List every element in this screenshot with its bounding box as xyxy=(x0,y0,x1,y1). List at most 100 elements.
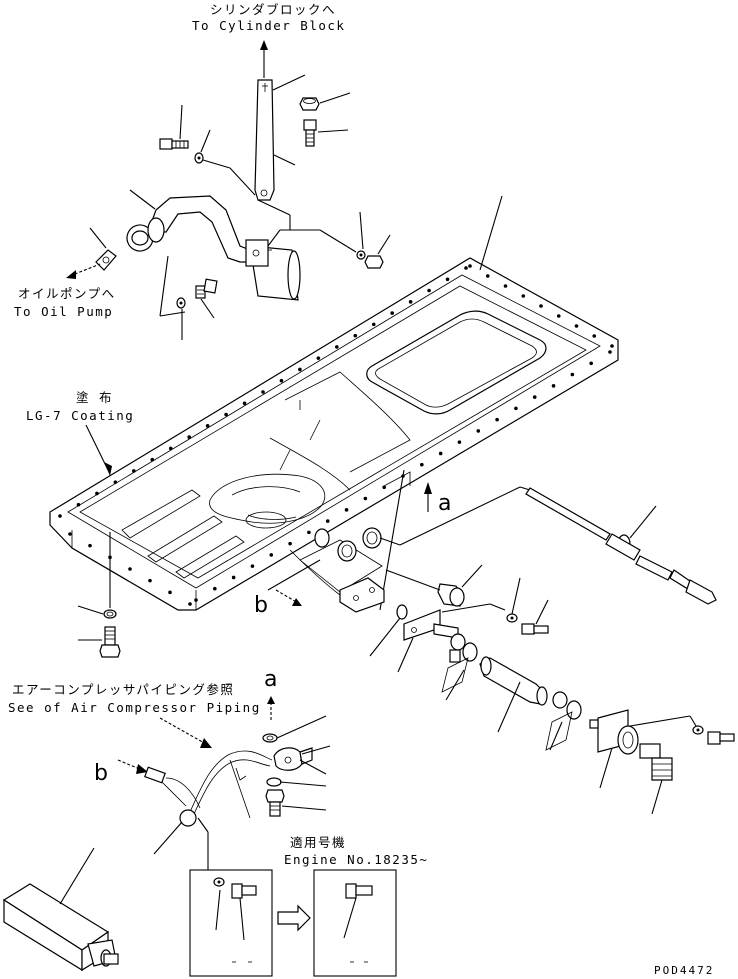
bolt-hole xyxy=(438,451,443,456)
detail-box-before xyxy=(189,869,273,977)
clip-part xyxy=(273,747,313,771)
bolt-hole xyxy=(279,378,284,383)
bolt-hole xyxy=(316,356,321,360)
bolt-hole xyxy=(288,541,292,546)
arrow-up-icon xyxy=(424,482,432,512)
bolt-hole xyxy=(325,519,330,523)
clamp-part xyxy=(449,633,478,663)
washer-part xyxy=(266,777,282,787)
bolt-hole xyxy=(468,264,472,268)
hose-part xyxy=(479,656,548,706)
pipe-flange xyxy=(126,217,165,252)
oil-pan xyxy=(49,257,619,611)
drain-plug-part xyxy=(99,626,121,658)
bolt-hole xyxy=(514,406,518,411)
air-compressor-jp-label: エアーコンプレッサパイピング参照 xyxy=(12,682,234,697)
to-cylinder-block-jp-label: シリンダブロックへ xyxy=(210,2,336,17)
detail-box-after xyxy=(313,869,397,977)
bolt-hole xyxy=(363,496,368,501)
bolt-hole xyxy=(457,440,462,444)
bolt-hole xyxy=(592,334,597,338)
washer-part xyxy=(506,613,518,623)
bolt-hole xyxy=(420,462,424,467)
bolt-hole xyxy=(88,543,92,548)
washer-part xyxy=(176,297,186,309)
bolt-hole xyxy=(521,294,526,298)
bolt-hole xyxy=(464,266,468,270)
bolt-hole xyxy=(539,304,543,308)
sensor-plate-part xyxy=(403,609,459,641)
bolt-hole xyxy=(150,457,155,462)
nut-part xyxy=(299,97,320,111)
drawing-id-label: POD4472 xyxy=(654,964,714,977)
bolt-hole xyxy=(128,567,132,571)
pan-bolt-holes xyxy=(58,264,614,606)
arrow-right-icon xyxy=(117,759,148,774)
bolt-hole xyxy=(408,300,413,304)
nipple-part xyxy=(437,583,465,607)
bolt-hole xyxy=(556,314,561,318)
washer-part xyxy=(194,152,204,164)
bolt-hole xyxy=(168,446,173,451)
drain-washer-part xyxy=(103,609,117,619)
bolt-hole xyxy=(194,598,198,602)
bolt-hole xyxy=(353,333,358,338)
bolt-hole xyxy=(476,429,481,433)
dipstick-tube-part xyxy=(2,883,119,972)
bolt-hole xyxy=(213,586,217,591)
arrow-up-icon xyxy=(260,40,268,78)
bolt-hole xyxy=(242,401,247,406)
washer-part xyxy=(692,725,704,735)
bolt-hole xyxy=(382,485,386,490)
plug-part xyxy=(639,743,673,781)
wire-harness-part xyxy=(144,750,273,827)
bolt-hole xyxy=(187,435,191,439)
bolt-hole xyxy=(551,384,556,388)
pipe-bracket xyxy=(254,79,275,201)
arrow-up-icon xyxy=(267,696,275,722)
nut-part xyxy=(364,255,384,269)
bolt-hole xyxy=(344,508,349,512)
pan-port-fittings xyxy=(314,527,385,613)
bolt-hole xyxy=(132,469,136,473)
applicable-en-label: Engine No.18235~ xyxy=(284,852,428,867)
bolt-hole xyxy=(76,502,81,507)
bolt-hole xyxy=(485,274,490,278)
bolt-hole xyxy=(224,412,228,417)
washer-part xyxy=(356,250,366,260)
bolt-hole xyxy=(589,361,593,366)
arrow-right-icon xyxy=(277,904,311,932)
bolt-part xyxy=(159,138,189,150)
oil-suction-pipe xyxy=(147,195,301,301)
bolt-hole xyxy=(390,311,394,315)
bolt-hole xyxy=(532,395,537,399)
to-oil-pump-jp-label: オイルポンプへ xyxy=(18,286,116,301)
bolt-part xyxy=(521,623,549,635)
bolt-hole xyxy=(503,284,508,288)
to-cylinder-block-en-label: To Cylinder Block xyxy=(192,18,345,33)
to-oil-pump-en-label: To Oil Pump xyxy=(14,304,113,319)
applicable-jp-label: 適用号機 xyxy=(290,835,346,850)
bolt-hole xyxy=(261,390,265,394)
bolt-part xyxy=(195,278,218,299)
arrow-down-right-icon xyxy=(159,717,212,748)
level-gauge-part xyxy=(519,486,717,605)
coating-jp-label: 塗 布 xyxy=(76,390,113,405)
ref-b-upper-label: b xyxy=(254,593,268,618)
bolt-hole xyxy=(269,553,274,557)
bolt-hole xyxy=(58,514,62,518)
bolt-hole xyxy=(335,345,339,349)
bolt-hole xyxy=(495,417,499,422)
bolt-hole xyxy=(445,277,450,282)
bolt-part xyxy=(707,731,735,745)
bolt-hole xyxy=(610,344,614,348)
coating-en-label: LG-7 Coating xyxy=(26,408,134,423)
bolt-hole xyxy=(231,575,236,580)
bolt-hole xyxy=(68,532,72,536)
ref-a-upper-label: a xyxy=(438,491,451,516)
gasket-part xyxy=(95,249,117,271)
bolt-hole xyxy=(168,590,172,595)
bolt-hole xyxy=(371,322,376,327)
